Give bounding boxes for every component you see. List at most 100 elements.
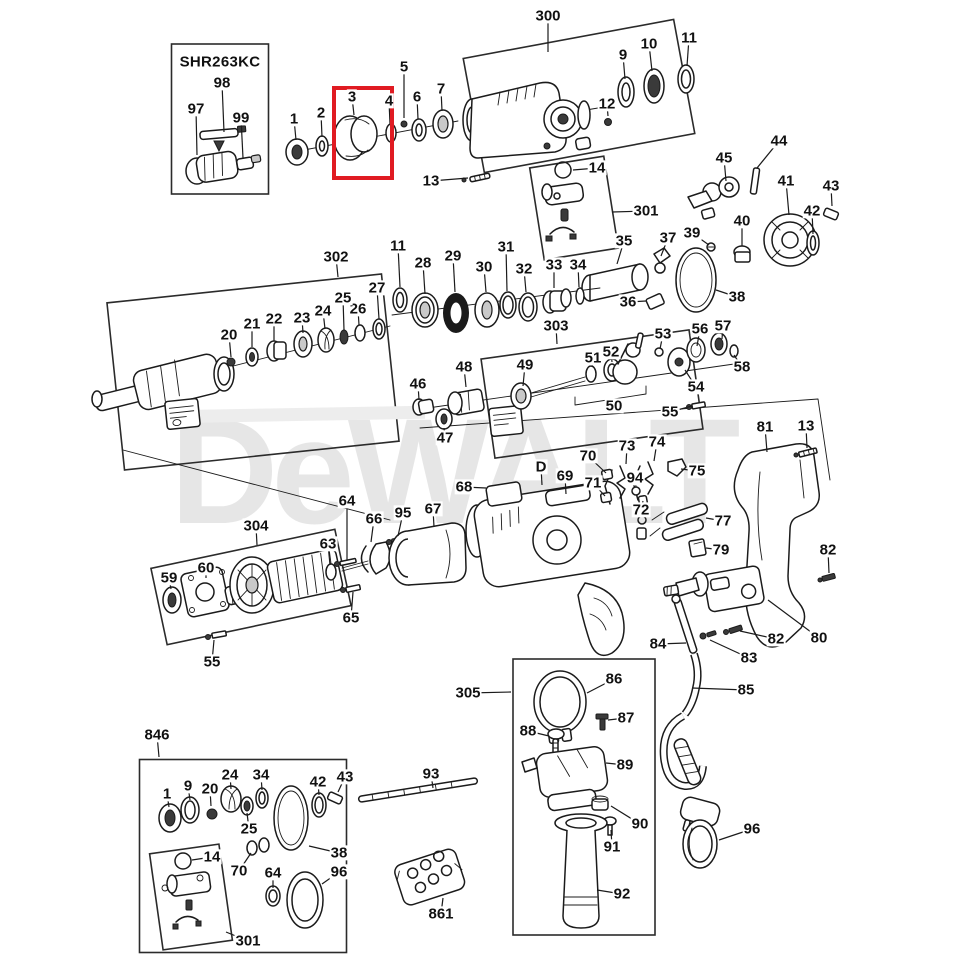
part-label-94: 94	[625, 469, 645, 487]
part-label-3: 3	[346, 88, 358, 106]
part-label-96: 96	[742, 820, 762, 838]
ring-96-art	[682, 819, 718, 869]
part-label-50: 50	[604, 397, 624, 415]
part-label-5: 5	[398, 58, 410, 76]
part-label-35: 35	[614, 232, 634, 250]
part-label-37: 37	[658, 229, 678, 247]
cord-art	[659, 594, 721, 834]
part-label-63: 63	[318, 535, 338, 553]
clutch-cluster-art	[581, 167, 840, 313]
part-label-48: 48	[454, 358, 474, 376]
part-label-22: 22	[264, 310, 284, 328]
part-label-52: 52	[601, 343, 621, 361]
leader-line-97	[195, 108, 198, 156]
part-label-79: 79	[711, 541, 731, 559]
part-label-305: 305	[454, 684, 482, 702]
part-label-39: 39	[682, 224, 702, 242]
part-label-11: 11	[680, 29, 698, 47]
part-label-54: 54	[686, 378, 706, 396]
part-label-43: 43	[335, 768, 355, 786]
part-label-30: 30	[474, 258, 494, 276]
part-label-31: 31	[496, 238, 516, 256]
part-label-77: 77	[713, 512, 733, 530]
part-label-96: 96	[329, 863, 349, 881]
part-label-4: 4	[383, 92, 395, 110]
part-label-86: 86	[604, 670, 624, 688]
part-label-29: 29	[443, 247, 463, 265]
part-label-64: 64	[337, 492, 357, 510]
part-label-49: 49	[515, 356, 535, 374]
group-box-305	[512, 658, 656, 936]
part-label-6: 6	[411, 88, 423, 106]
part-label-70: 70	[578, 447, 598, 465]
part-label-27: 27	[367, 279, 387, 297]
leader-line-98	[221, 82, 225, 133]
part-label-300: 300	[534, 7, 562, 25]
part-label-13: 13	[796, 417, 816, 435]
mid-rings-art	[391, 287, 601, 333]
motor-housing-art	[465, 480, 631, 657]
name-plate	[164, 397, 201, 431]
crank-art	[412, 332, 749, 430]
part-label-99: 99	[231, 109, 251, 127]
part-label-88: 88	[518, 722, 538, 740]
group-box-302	[106, 273, 400, 471]
part-label-12: 12	[597, 95, 617, 113]
part-label-42: 42	[802, 202, 822, 220]
group-box-301	[528, 155, 620, 261]
group-box-shr263kc	[170, 43, 270, 195]
part-label-34: 34	[568, 256, 588, 274]
part-label-45: 45	[714, 149, 734, 167]
chuck-parts-art	[285, 109, 459, 166]
part-label-67: 67	[423, 500, 443, 518]
part-label-69: 69	[555, 467, 575, 485]
part-label-21: 21	[242, 315, 262, 333]
part-label-28: 28	[413, 254, 433, 272]
part-label-9: 9	[182, 777, 194, 795]
part-label-55: 55	[202, 653, 222, 671]
part-label-81: 81	[755, 418, 775, 436]
part-label-36: 36	[618, 293, 638, 311]
part-label-97: 97	[186, 100, 206, 118]
part-label-301: 301	[632, 202, 660, 220]
part-label-68: 68	[454, 478, 474, 496]
part-label-302: 302	[322, 248, 350, 266]
part-label-60: 60	[196, 559, 216, 577]
part-label-38: 38	[727, 288, 747, 306]
part-label-90: 90	[630, 815, 650, 833]
gear-housing-art	[462, 64, 695, 159]
part-label-20: 20	[200, 780, 220, 798]
part-label-20: 20	[219, 326, 239, 344]
part-label-82: 82	[766, 630, 786, 648]
switch-art	[662, 565, 765, 640]
part-label-82: 82	[818, 541, 838, 559]
part-label-25: 25	[333, 289, 353, 307]
part-label-47: 47	[435, 429, 455, 447]
part-label-87: 87	[616, 709, 636, 727]
group-box-301-inner	[148, 843, 234, 951]
part-label-85: 85	[736, 681, 756, 699]
pin-13-art	[469, 172, 491, 183]
part-label-58: 58	[732, 358, 752, 376]
part-label-64: 64	[263, 864, 283, 882]
part-label-1: 1	[288, 110, 300, 128]
part-label-40: 40	[732, 212, 752, 230]
part-label-38: 38	[329, 844, 349, 862]
part-label-846: 846	[143, 726, 171, 744]
part-label-25: 25	[239, 820, 259, 838]
armature-art	[162, 548, 369, 640]
part-label-13: 13	[421, 172, 441, 190]
part-label-44: 44	[769, 132, 789, 150]
part-label-33: 33	[544, 256, 564, 274]
brush-block-art	[394, 848, 466, 906]
part-label-59: 59	[159, 569, 179, 587]
field-coil-art	[388, 522, 467, 586]
part-label-24: 24	[220, 766, 240, 784]
model-label: SHR263KC	[179, 53, 261, 71]
name-plate	[488, 404, 524, 438]
part-label-42: 42	[308, 773, 328, 791]
part-label-55: 55	[660, 403, 680, 421]
part-label-10: 10	[639, 35, 659, 53]
part-label-D: D	[534, 458, 548, 476]
part-label-7: 7	[435, 80, 447, 98]
